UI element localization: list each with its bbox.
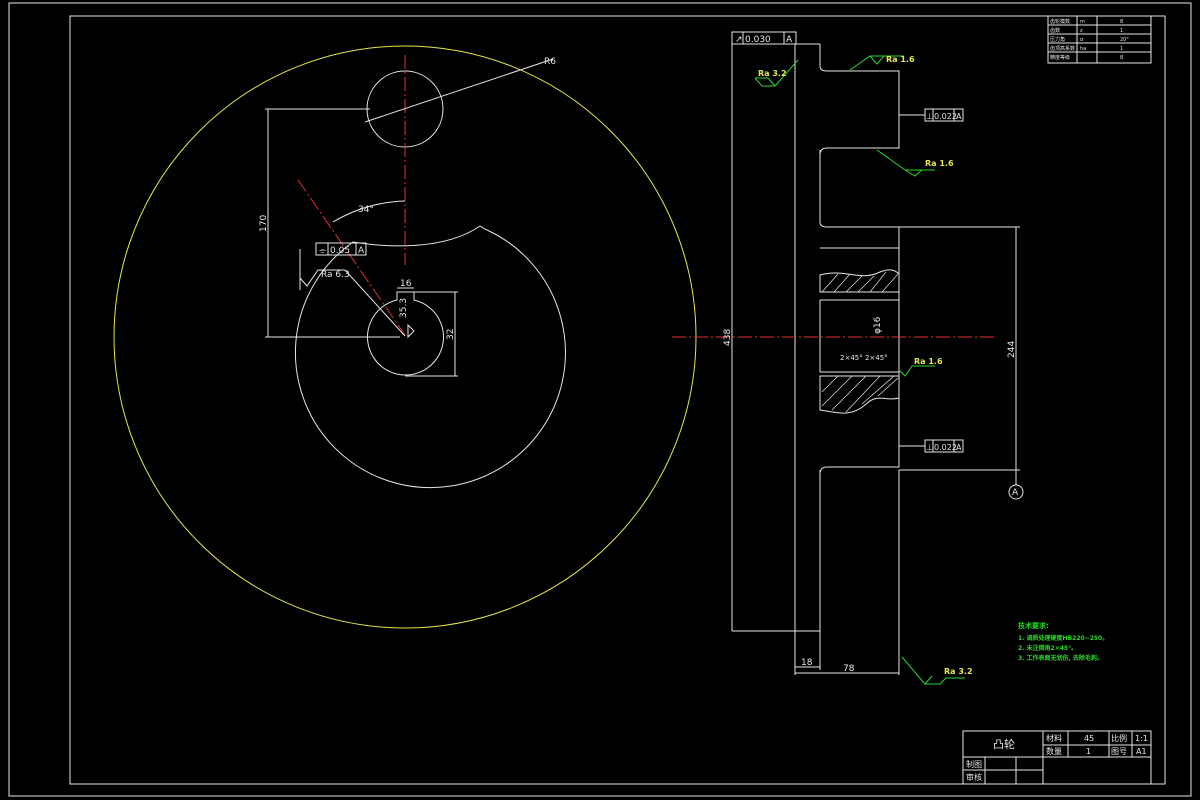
qty-label: 数量 (1046, 746, 1062, 756)
dim-78-text: 78 (843, 664, 855, 674)
flatness-symbol: ⌯ (319, 246, 327, 256)
perp-top-symbol: ⊥ (926, 112, 933, 121)
material-label: 材料 (1046, 733, 1062, 743)
runout-datum-text: A (786, 35, 793, 45)
key-depth-arrow (407, 323, 415, 339)
bore-with-keyway (367, 291, 444, 376)
drawn-label: 制图 (966, 759, 982, 769)
roughness-symbol-hub-bottom (876, 149, 935, 177)
param-table-cell: 1 (1120, 28, 1123, 34)
perp-bottom-symbol: ⊥ (926, 443, 933, 452)
title-block: 凸轮 材料 45 比例 1:1 数量 1 图号 A1 制图 审核 (962, 730, 1152, 785)
param-table: 齿轮模数 m 8 齿数 z 1 压力角 α 20° 齿顶高系数 ha 1 精度等级 8 (1047, 15, 1152, 64)
outer-border (8, 2, 1192, 797)
datum-circle (1008, 484, 1024, 500)
chamfer-text: 2×45° 2×45° (840, 354, 888, 362)
roughness-bore-text: Ra 1.6 (914, 357, 943, 366)
dim-angle-text: 34° (358, 205, 374, 215)
perp-bottom-datum: A (956, 443, 962, 452)
dim-18-text: 18 (801, 658, 813, 668)
roughness-hub-bottom-text: Ra 1.6 (925, 159, 954, 168)
runout-tol-text: 0.030 (745, 35, 771, 45)
note-item: 2. 未注倒角2×45°。 (1018, 644, 1077, 652)
param-table-cell: ha (1080, 46, 1086, 52)
inner-border (69, 15, 1166, 785)
cam-profile (295, 225, 566, 489)
flatness-datum-text: A (358, 246, 365, 256)
angle-centerline (297, 179, 406, 336)
roughness-bottom-text: Ra 3.2 (944, 667, 973, 676)
scale-label: 比例 (1111, 733, 1127, 743)
side-view: 438 φ16 2×45° 2×45° 244 A 18 78 ↗ 0.030 … (672, 31, 1024, 685)
hatch-lines-bottom (821, 375, 899, 413)
dim-170-text: 170 (259, 215, 269, 232)
perp-frame-top (924, 108, 964, 122)
note-item: 1. 调质处理硬度HB220~250。 (1018, 634, 1108, 642)
dim-32-text: 32 (446, 329, 456, 340)
param-table-cell: 8 (1120, 19, 1123, 25)
dim-bore-side-text: φ16 (873, 316, 883, 334)
roughness-front-text: Ra 6.3 (321, 270, 350, 280)
angle-dim-arc (332, 200, 406, 223)
hatch-region-bottom (819, 375, 900, 414)
notes-title: 技术要求: (1018, 621, 1049, 630)
param-table-cell: 压力角 (1050, 36, 1065, 43)
param-table-cell: 8 (1120, 55, 1123, 61)
roughness-symbol-top (754, 59, 799, 87)
param-table-cell: 1 (1120, 46, 1123, 52)
note-item: 3. 工作表面无划伤, 去除毛刺。 (1018, 654, 1103, 662)
perp-top-datum: A (956, 112, 962, 121)
hub-outline (819, 221, 900, 475)
param-table-cell: 20° (1120, 37, 1129, 43)
hatch-lines-top (821, 271, 899, 293)
param-table-cell: m (1080, 19, 1085, 25)
dim-438-text: 438 (723, 329, 733, 346)
dim-keydepth-text: 35.3 (399, 298, 409, 318)
param-table-cell: 齿数 (1050, 27, 1060, 34)
param-table-cell: 齿顶高系数 (1050, 45, 1075, 52)
dim-16-text: 16 (400, 279, 412, 289)
drawing-no-label: 图号 (1111, 747, 1127, 756)
checked-label: 审核 (966, 772, 982, 782)
hatch-region-top (819, 269, 900, 293)
roughness-symbol-front (299, 269, 345, 287)
roughness-leader-front (344, 269, 406, 337)
scale-value: 1:1 (1135, 734, 1148, 743)
param-table-cell: 精度等级 (1050, 54, 1070, 61)
dim-r6-text: R6 (544, 57, 556, 67)
flatness-frame (315, 242, 367, 256)
runout-symbol: ↗ (735, 35, 743, 45)
roughness-symbol-hub-top (849, 55, 904, 71)
roughness-top-text: Ra 3.2 (758, 69, 787, 78)
perp-tol-top-text: 0.022 (934, 112, 957, 121)
runout-frame (731, 31, 797, 45)
dim-244-text: 244 (1007, 341, 1017, 358)
roughness-hub-top-text: Ra 1.6 (886, 55, 915, 64)
material-value: 45 (1084, 734, 1094, 743)
param-table-frame (1047, 15, 1152, 64)
perp-tol-bottom-text: 0.022 (934, 443, 957, 452)
drawing-no-value: A1 (1136, 747, 1147, 756)
perp-frame-bottom (924, 439, 964, 453)
flatness-tol-text: 0.05 (330, 246, 350, 256)
qty-value: 1 (1086, 747, 1091, 756)
radius-leader (364, 58, 554, 123)
upper-boss (819, 65, 900, 156)
roughness-symbol-bore (898, 365, 935, 377)
param-table-cell: 齿轮模数 (1050, 18, 1070, 25)
roughness-symbol-bottom (901, 656, 965, 685)
datum-label: A (1012, 488, 1019, 498)
front-view: ⌯ 0.05 A Ra 6.3 R6 170 34° 16 32 35.3 (113, 45, 697, 629)
param-table-cell: α (1080, 37, 1084, 43)
param-table-cell: z (1080, 28, 1083, 34)
technical-notes: 技术要求: 1. 调质处理硬度HB220~250。 2. 未注倒角2×45°。 … (1018, 621, 1108, 662)
part-name: 凸轮 (993, 737, 1015, 751)
